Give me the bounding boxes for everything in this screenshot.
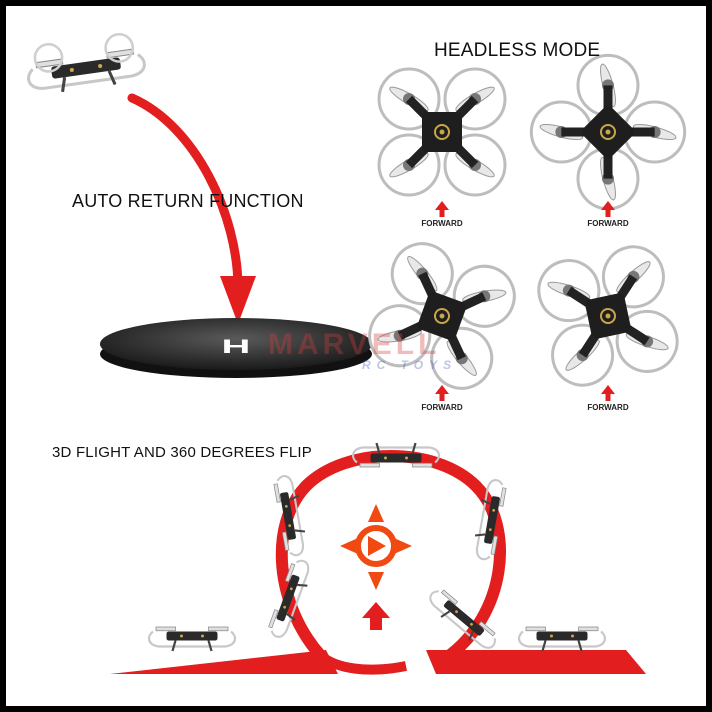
flying-drone	[24, 33, 149, 98]
forward-arrow-2	[601, 201, 615, 217]
landing-pad: H	[100, 318, 372, 378]
headless-drone-2	[519, 43, 697, 221]
headless-drone-4	[533, 241, 682, 390]
forward-caption-2: FORWARD	[587, 219, 629, 228]
auto-return-heading: AUTO RETURN FUNCTION	[72, 191, 304, 211]
forward-arrow-3	[435, 385, 449, 401]
headless-mode-heading: HEADLESS MODE	[434, 40, 601, 61]
forward-caption-1: FORWARD	[421, 219, 463, 228]
flip-drone-right-ground	[517, 625, 607, 653]
direction-control-icon	[340, 504, 412, 630]
watermark-sub: RC TOYS	[362, 358, 458, 372]
flip-loop	[110, 450, 646, 675]
illustration: H	[24, 33, 706, 675]
watermark-brand: MARVELL	[268, 328, 441, 361]
headless-drone-3	[361, 235, 522, 396]
flip-drone-left-ground	[147, 625, 237, 653]
landing-pad-letter: H	[222, 335, 251, 358]
product-image: H	[6, 6, 706, 706]
headless-drone-1	[379, 69, 505, 195]
flip-heading: 3D FLIGHT AND 360 DEGREES FLIP	[52, 444, 312, 461]
forward-caption-3: FORWARD	[421, 403, 463, 412]
forward-arrow-4	[601, 385, 615, 401]
return-arrow	[127, 93, 256, 324]
forward-caption-4: FORWARD	[587, 403, 629, 412]
forward-arrow-1	[435, 201, 449, 217]
